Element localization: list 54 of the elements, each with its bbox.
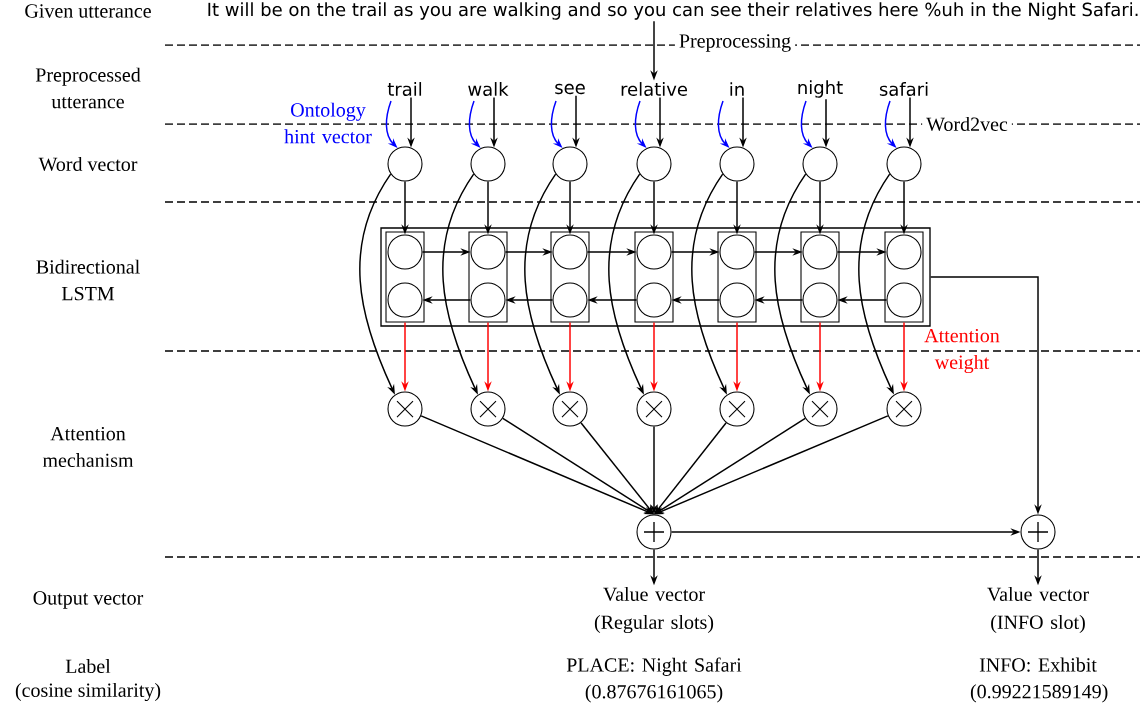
lstm-unit-circle (387, 282, 423, 318)
word-vector-circle (552, 146, 588, 182)
word-text: trail (387, 82, 422, 96)
word-text: night (798, 80, 843, 98)
lstm-unit-circle (470, 234, 506, 270)
word-text: walk (468, 82, 509, 96)
multiply-node (719, 391, 755, 427)
word-text: in (730, 82, 744, 96)
result-label: PLACE: Night Safari (0.87676161065) (566, 657, 742, 703)
utterance-text: It will be on the trail as you are walking and so you can see their relatives here %uh in the Night Safari. (208, 2, 1138, 20)
row-label: Bidirectional LSTM (36, 259, 140, 301)
annotation-label: Attention weight (924, 328, 1000, 374)
word-vector-circle (636, 146, 672, 182)
lstm-unit-circle (470, 282, 506, 318)
lstm-unit-circle (387, 234, 423, 270)
lstm-unit-circle (552, 234, 588, 270)
row-label: Attention mechanism (42, 426, 134, 468)
multiply-node (552, 391, 588, 427)
word-vector-circle (470, 146, 506, 182)
lstm-unit-circle (636, 282, 672, 318)
word-text: see (555, 83, 585, 95)
lstm-unit-circle (802, 234, 838, 270)
annotation-label: Ontology hint vector (284, 102, 372, 144)
word-text: safari (879, 82, 928, 96)
step-label: Preprocessing (674, 32, 796, 54)
row-label: Preprocessed utterance (35, 67, 141, 109)
lstm-unit-circle (802, 282, 838, 318)
output-text: Value vector (INFO slot) (987, 586, 1089, 634)
multiply-node (886, 391, 922, 427)
row-label: Output vector (33, 591, 144, 609)
output-text: Value vector (Regular slots) (594, 586, 714, 634)
row-label: Label (65, 659, 111, 674)
word-text: relative (621, 82, 687, 96)
lstm-unit-circle (636, 234, 672, 270)
lstm-unit-circle (719, 282, 755, 318)
result-label: INFO: Exhibit (0.99221589149) (970, 657, 1108, 703)
multiply-node (636, 391, 672, 427)
word-vector-circle (719, 146, 755, 182)
step-label: Word2vec (922, 115, 1012, 133)
word-vector-circle (387, 146, 423, 182)
sum-node (636, 514, 672, 550)
multiply-node (470, 391, 506, 427)
row-label: (cosine similarity) (15, 682, 161, 702)
lstm-unit-circle (719, 234, 755, 270)
word-vector-circle (802, 146, 838, 182)
multiply-node (387, 391, 423, 427)
row-label: Given utterance (25, 4, 151, 18)
lstm-unit-circle (886, 282, 922, 318)
word-vector-circle (886, 146, 922, 182)
lstm-unit-circle (552, 282, 588, 318)
lstm-unit-circle (886, 234, 922, 270)
multiply-node (802, 391, 838, 427)
row-label: Word vector (38, 156, 138, 172)
sum-node (1020, 514, 1056, 550)
